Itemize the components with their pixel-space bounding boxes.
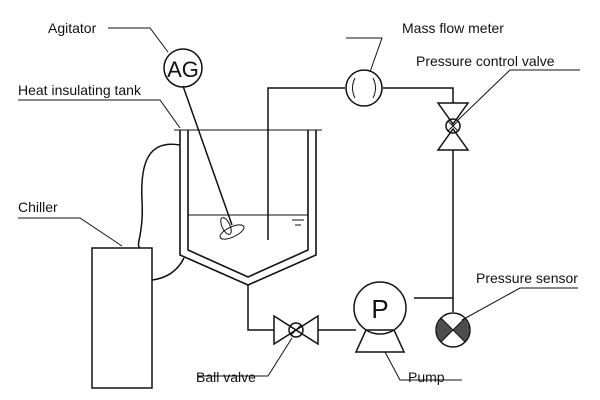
agitator-symbol: AG bbox=[167, 57, 199, 82]
pressure-control-valve bbox=[436, 102, 470, 151]
label-pressure-control-valve: Pressure control valve bbox=[416, 53, 555, 69]
label-ball-valve: Ball valve bbox=[196, 369, 256, 385]
chiller bbox=[91, 247, 153, 389]
pump-symbol: P bbox=[371, 294, 388, 324]
label-agitator: Agitator bbox=[48, 20, 97, 36]
agitator-shaft bbox=[182, 85, 233, 226]
return-pipe bbox=[414, 150, 454, 299]
dip-pipe bbox=[267, 87, 345, 240]
pipe-to-control-valve bbox=[383, 87, 454, 103]
ball-valve bbox=[273, 314, 319, 346]
outlet-pipe bbox=[247, 285, 274, 331]
mass-flow-meter bbox=[345, 69, 383, 107]
agitator-motor: AG bbox=[163, 48, 203, 88]
chiller-supply-line bbox=[137, 143, 181, 249]
chiller-return-line bbox=[151, 257, 185, 281]
leader-lines bbox=[18, 27, 580, 381]
label-pump: Pump bbox=[408, 369, 445, 385]
heat-insulating-tank bbox=[174, 129, 322, 286]
label-heat-insulating-tank: Heat insulating tank bbox=[18, 82, 142, 98]
label-chiller: Chiller bbox=[18, 199, 58, 215]
pressure-sensor bbox=[435, 312, 471, 348]
liquid-level-marker bbox=[290, 214, 306, 226]
label-pressure-sensor: Pressure sensor bbox=[476, 270, 578, 286]
agitator-impeller bbox=[219, 217, 245, 240]
label-mass-flow-meter: Mass flow meter bbox=[402, 20, 504, 36]
pump: P bbox=[353, 281, 407, 353]
